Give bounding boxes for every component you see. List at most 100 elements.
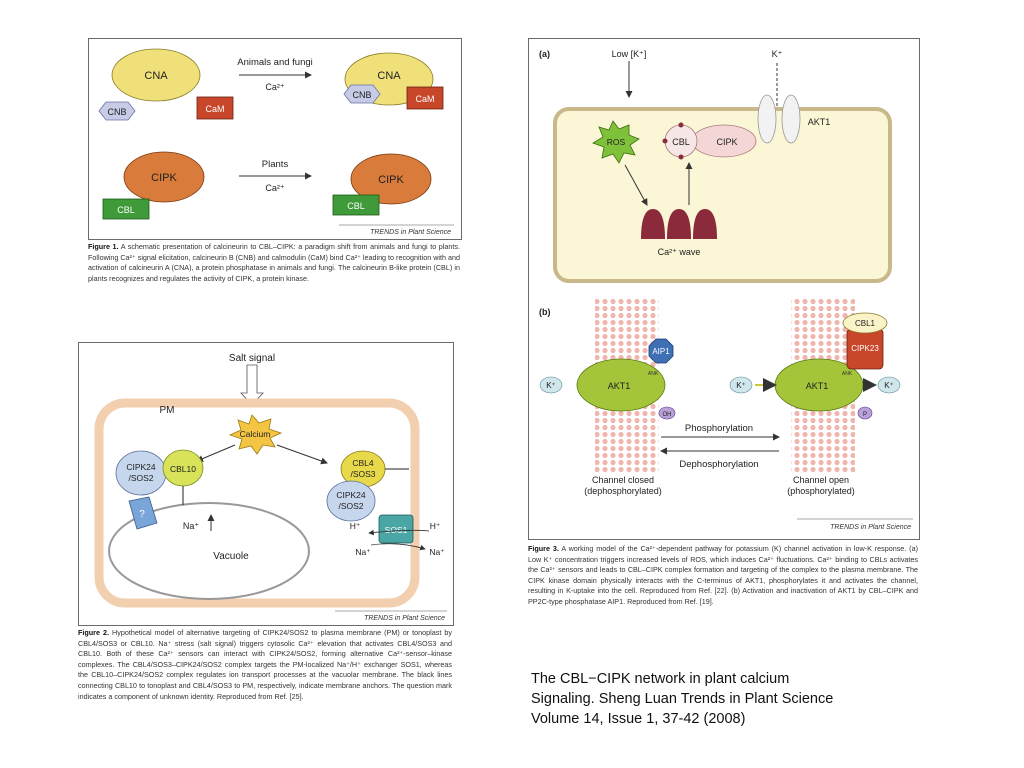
k-right-out-ellipse [877,376,901,394]
akt1-a-label: AKT1 [808,117,831,127]
cbl1-ellipse [842,312,888,334]
cam-label-left: CaM [205,104,224,114]
ank-right-label: ANK [842,371,853,377]
channel-closed-line1: Channel closed [592,475,654,485]
top-ca-label: Ca²⁺ [265,82,285,92]
akt1-left-body [576,358,666,412]
figure-3-diagram: (a) Low [K⁺] K⁺ K⁺ AKT1 ROS CIPK CBL [528,38,920,540]
ca-wave-shape [641,209,717,239]
cipk-ellipse-right [350,153,432,205]
p-marker [857,406,873,420]
vacuole-label: Vacuole [213,551,249,562]
p-label: P [863,412,867,418]
cipk24-right-line2: /SOS2 [338,501,363,511]
k-left-out-ellipse [539,376,563,394]
citation-line-1: The CBL−CIPK network in plant calcium [531,671,790,687]
ros-to-wave-arrow [624,164,648,206]
sos1-na-arrow [370,543,426,551]
cipk24-right-line1: CIPK24 [336,490,366,500]
ank-left-label: ANK [648,371,659,377]
figure-3-caption: Figure 3. A working model of the Ca²⁺-de… [528,544,918,608]
low-k-label: Low [K⁺] [612,49,647,59]
channel-open-line2: (phosphorylated) [787,486,855,496]
animals-fungi-label: Animals and fungi [237,57,313,68]
k-mid-label: K⁺ [736,381,746,390]
dephosphorylation-label: Dephosphorylation [679,459,758,470]
panel-b-label: (b) [539,307,551,317]
cbl4-line1: CBL4 [352,458,374,468]
trends-credit: TRENDS in Plant Science [370,229,451,236]
calcium-label: Calcium [240,429,271,439]
k-top-label: K⁺ [772,49,783,59]
k-right-out-label: K⁺ [884,381,894,390]
na-bottom-left-label: Na⁺ [355,547,371,557]
cipk24-right-ellipse [326,480,376,522]
ros-burst [592,120,640,164]
cipk23-label: CIPK23 [851,344,879,353]
na-bottom-right-label: Na⁺ [429,547,445,557]
figure-2-svg: Salt signal PM Calcium Vacuole Na⁺ CIPK2… [94,353,447,622]
cna-label-left: CNA [144,70,168,82]
phosphorylation-label: Phosphorylation [685,423,753,434]
figure-1-svg: CNA CNB CaM Animals and fungi Ca²⁺ CNA C… [98,48,454,236]
na-vacuole-label: Na⁺ [183,521,200,531]
cbl-a-label: CBL [672,137,690,147]
oh-marker [658,406,676,420]
akt1-subunit-left [757,94,777,144]
sos1-label: SOS1 [385,525,408,535]
figure-1-diagram: CNA CNB CaM Animals and fungi Ca²⁺ CNA C… [88,38,462,240]
cna-label-right: CNA [377,70,401,82]
aip1-label: AIP1 [652,347,670,356]
figure-1: CNA CNB CaM Animals and fungi Ca²⁺ CNA C… [80,32,470,320]
figure-3-caption-label: Figure 3. [528,544,559,553]
ca-wave-label: Ca²⁺ wave [658,247,701,257]
cipk24-left-line2: /SOS2 [128,473,153,483]
plasma-membrane [94,398,420,608]
figure-1-caption: Figure 1. A schematic presentation of ca… [88,242,460,284]
figure-3-caption-text: A working model of the Ca²⁺-dependent pa… [528,544,918,606]
cam-box-left [196,96,234,120]
vacuole-tonoplast [108,502,310,600]
calcium-arrow-right [276,444,328,465]
cipk-a-label: CIPK [716,137,737,147]
figure-1-caption-text: A schematic presentation of calcineurin … [88,242,460,283]
sos1-h-arrow [368,529,430,536]
cipk-label-left: CIPK [151,172,177,184]
citation-line-3: Volume 14, Issue 1, 37-42 (2008) [531,711,746,727]
ca-dot-2 [678,122,684,128]
cbl1-label: CBL1 [855,319,876,328]
figure-1-caption-label: Figure 1. [88,242,119,251]
trends-credit: TRENDS in Plant Science [364,615,445,622]
cbl-label-right: CBL [347,201,365,211]
sos1-box [378,514,414,544]
h-left-label: H⁺ [350,521,361,531]
cnb-label-left: CNB [107,107,126,117]
cbl10-label: CBL10 [170,464,196,474]
figure-2-caption: Figure 2. Hypothetical model of alternat… [78,628,452,702]
cipk-label-right: CIPK [378,174,404,186]
cbl-box-left [102,198,150,220]
figure-3: (a) Low [K⁺] K⁺ K⁺ AKT1 ROS CIPK CBL [524,34,924,664]
figure-3-svg: (a) Low [K⁺] K⁺ K⁺ AKT1 ROS CIPK CBL [539,49,913,531]
plants-label: Plants [262,159,289,170]
ros-label: ROS [607,137,626,147]
k-mid-ellipse [729,376,753,394]
cipk-ellipse-left [123,151,205,203]
figure-2-caption-text: Hypothetical model of alternative target… [78,628,452,701]
citation-text: The CBL−CIPK network in plant calcium Si… [531,669,911,729]
cbl4-line2: /SOS3 [350,469,375,479]
calcium-arrow-left [196,444,236,462]
cbl-box-right [332,194,380,216]
ca-dot-1 [662,138,668,144]
trends-credit: TRENDS in Plant Science [830,524,911,531]
cnb-hexagon-left [98,101,136,121]
salt-signal-label: Salt signal [229,353,275,364]
cnb-hexagon-right [343,84,381,104]
pm-label: PM [160,405,175,416]
figure-2: Salt signal PM Calcium Vacuole Na⁺ CIPK2… [70,336,460,764]
figure-2-diagram: Salt signal PM Calcium Vacuole Na⁺ CIPK2… [78,342,454,626]
cnb-label-right: CNB [352,90,371,100]
channel-open-line1: Channel open [793,475,849,485]
question-mark: ? [139,509,145,520]
cell-a [553,107,892,283]
